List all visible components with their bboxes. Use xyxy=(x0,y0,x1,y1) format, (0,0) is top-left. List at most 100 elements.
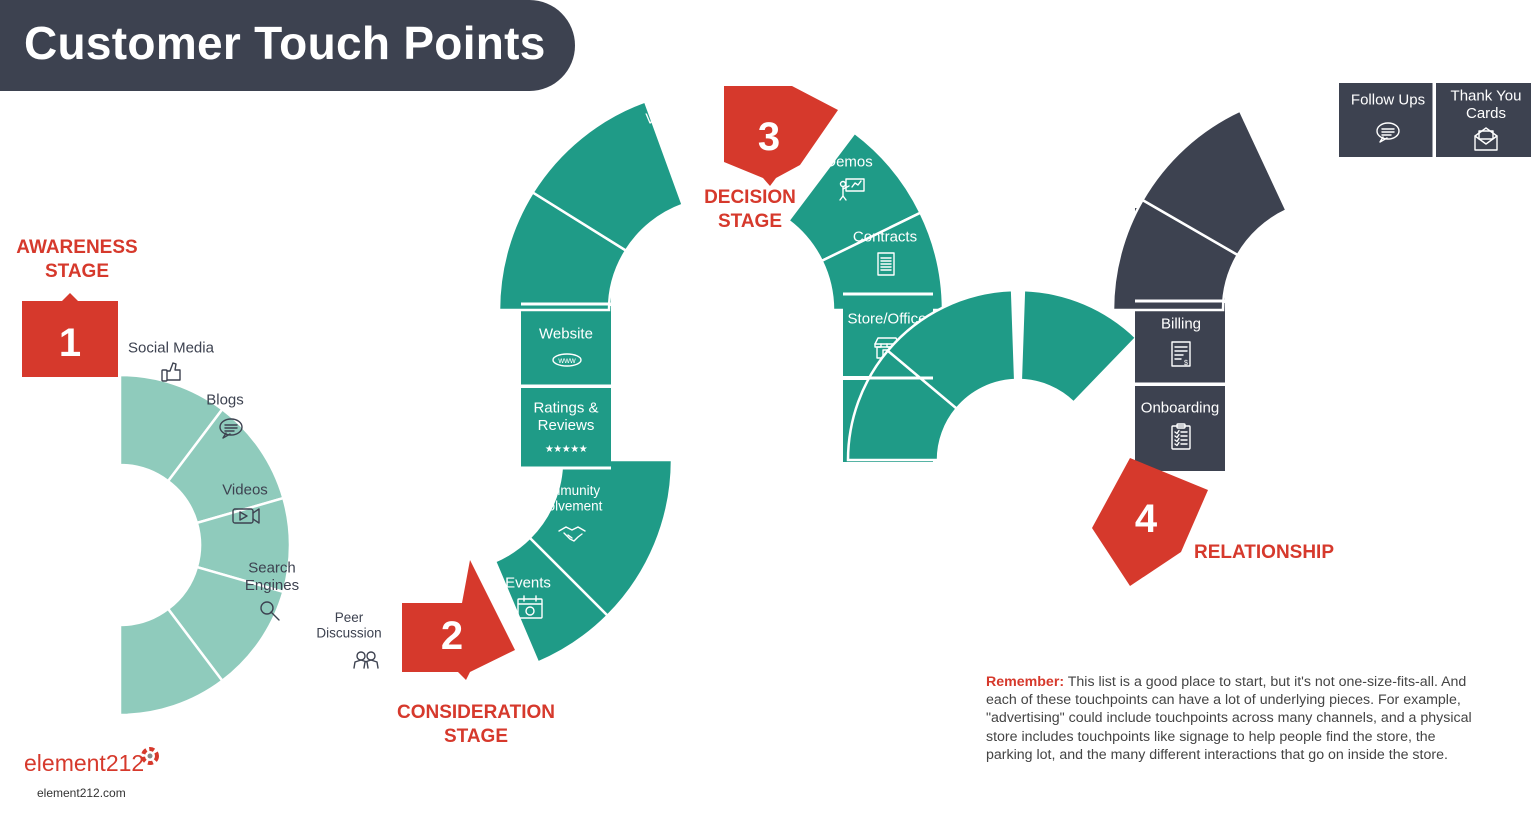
brand-logo-mark-icon xyxy=(141,747,159,765)
touchpoint-events: Events xyxy=(493,536,610,665)
team-icon xyxy=(1058,573,1084,591)
consideration-stage-label-line-2: STAGE xyxy=(443,726,509,747)
presentation-icon xyxy=(839,178,865,201)
calendar-icon xyxy=(517,595,543,619)
stage-2-block: 2 xyxy=(402,560,515,680)
touchpoint-blogs-1-label: Blogs xyxy=(206,391,244,408)
stage-2-block-number: 2 xyxy=(441,614,463,658)
www-icon: www xyxy=(552,353,582,367)
touchpoint-events-shape xyxy=(493,536,610,665)
touchpoint-service-support-shape xyxy=(1140,108,1289,257)
consideration-stage-label: CONSIDERATION STAGE xyxy=(386,701,566,749)
rating-stars: ★★★★★ xyxy=(545,444,588,455)
relationship-stage-label: RELATIONSHIP xyxy=(1186,541,1342,565)
touchpoint-onboarding: Onboarding xyxy=(1135,386,1225,471)
stage-3-block-number: 3 xyxy=(758,115,780,159)
touchpoint-blogs-1: Blogs xyxy=(166,391,285,525)
www-text: www xyxy=(557,356,576,365)
brand-logo: element212 xyxy=(24,750,145,776)
lightbulb-gear-icon xyxy=(1269,130,1297,158)
touchpoint-billing: Billing $ xyxy=(1135,303,1225,383)
relationship-stage-label-line-1: RELATIONSHIP xyxy=(1193,542,1335,563)
touchpoint-peer-discussion-label: Peer xyxy=(335,610,364,625)
touchpoint-ratings-reviews-label: Ratings & xyxy=(533,399,598,416)
touchpoint-billing-label: Billing xyxy=(1161,315,1201,332)
touchpoint-communication: Communication xyxy=(886,288,1017,594)
touchpoint-community-involvement-shape xyxy=(528,458,674,618)
document-icon xyxy=(877,252,895,276)
touchpoint-social-media: Social Media xyxy=(118,339,225,483)
touchpoint-events-label: Events xyxy=(505,574,551,591)
remember-note: Remember: This list is a good place to s… xyxy=(986,673,1526,764)
touchpoint-community-involvement-label: Involvement xyxy=(530,499,603,514)
touchpoint-ratings-reviews-shape xyxy=(521,388,611,468)
page-title: Customer Touch Points xyxy=(24,17,546,69)
stage-4-block-number: 4 xyxy=(1135,497,1158,541)
remember-note-line-1: This list is a good place to start, but … xyxy=(1064,674,1467,690)
people-icon xyxy=(353,651,379,669)
thumbs-up-icon xyxy=(161,362,181,382)
touchpoint-videos-2: Videos xyxy=(530,99,693,253)
touchpoint-community-involvement-label: Community xyxy=(532,483,601,498)
touchpoint-follow-ups: Follow Ups xyxy=(1339,83,1434,157)
touchpoint-website-label: Website xyxy=(539,325,593,342)
remember-note-line-3: "advertising" could include touchpoints … xyxy=(986,710,1472,727)
brand-url: element212.com xyxy=(37,786,126,800)
decision-stage-label-line-1: DECISION xyxy=(704,187,796,208)
chat-bubble-icon xyxy=(973,573,997,594)
touchpoint-sales-team-label: Sales Team xyxy=(1030,549,1108,566)
remember-note-line-5: parking lot, and the many different inte… xyxy=(986,746,1448,763)
dollar-sign: $ xyxy=(1184,360,1188,367)
touchpoint-search-engines-label: Engines xyxy=(245,577,299,594)
touchpoint-demos-label: Demos xyxy=(825,153,873,170)
awareness-stage-label-line-1: AWARENESS xyxy=(16,237,138,258)
touchpoint-billing-shape xyxy=(1135,303,1225,383)
chat-bubble-icon xyxy=(219,418,243,439)
card-envelope-icon xyxy=(1474,127,1498,151)
stage-1-block: 1 xyxy=(22,293,118,377)
touchpoint-store-office-label: Store/Office xyxy=(848,310,927,327)
touchpoint-thank-you-cards-shape xyxy=(1436,83,1531,157)
chat-bubble-icon xyxy=(1376,122,1400,143)
stage-2-block-shape xyxy=(402,560,515,680)
magnifier-icon xyxy=(260,601,280,621)
awareness-stage-label-line-2: STAGE xyxy=(44,261,110,282)
remember-note-line-2: each of these touchpoints can have a lot… xyxy=(986,692,1461,709)
touchpoint-videos-2-shape xyxy=(530,99,685,253)
touchpoint-service-support: Service &Support Teams xyxy=(1140,97,1323,257)
touchpoint-videos-2-label: Videos xyxy=(645,110,691,127)
decision-stage-label-line-2: STAGE xyxy=(717,211,783,232)
video-camera-icon xyxy=(665,138,693,154)
touchpoint-contracts-label: Contracts xyxy=(853,228,917,245)
video-camera-icon xyxy=(232,508,260,524)
touchpoint-service-support-label: Service & xyxy=(1257,97,1308,111)
touchpoint-ratings-reviews: Ratings &Reviews ★★★★★ xyxy=(521,388,611,468)
handshake-icon xyxy=(558,526,586,542)
stage-4-block-shape xyxy=(1092,458,1208,586)
tag-icon xyxy=(889,501,914,528)
checklist-icon xyxy=(1171,423,1191,450)
touchpoint-search-engines-label: Search xyxy=(248,559,296,576)
touchpoint-thank-you-cards-label: Cards xyxy=(1466,105,1506,122)
consideration-stage-label-line-1: CONSIDERATION xyxy=(397,702,555,723)
awareness-stage-label: AWARENESS STAGE xyxy=(6,236,148,284)
touchpoint-peer-discussion-shape xyxy=(118,607,225,717)
touchpoint-social-media-label: Social Media xyxy=(128,339,215,356)
stage-3-block-shape xyxy=(724,86,838,186)
stage-1-block-number: 1 xyxy=(59,321,81,365)
stage-3-block: 3 xyxy=(724,86,838,186)
touchpoint-videos-1-label: Videos xyxy=(222,481,268,498)
stage-1-block-shape xyxy=(22,293,118,377)
touchpoint-follow-ups-label: Follow Ups xyxy=(1351,91,1425,108)
touchpoint-website: Website www xyxy=(521,306,611,386)
touchpoint-follow-ups-shape xyxy=(1339,83,1434,157)
invoice-icon: $ xyxy=(1171,341,1191,367)
touchpoint-promotions-label: Promotions xyxy=(856,477,932,494)
touchpoint-sales-team: Sales Team xyxy=(1019,288,1138,591)
stars-icon: ★★★★★ xyxy=(545,444,588,455)
touchpoint-communication-shape xyxy=(886,288,1017,411)
touchpoint-ratings-reviews-label: Reviews xyxy=(538,417,595,434)
